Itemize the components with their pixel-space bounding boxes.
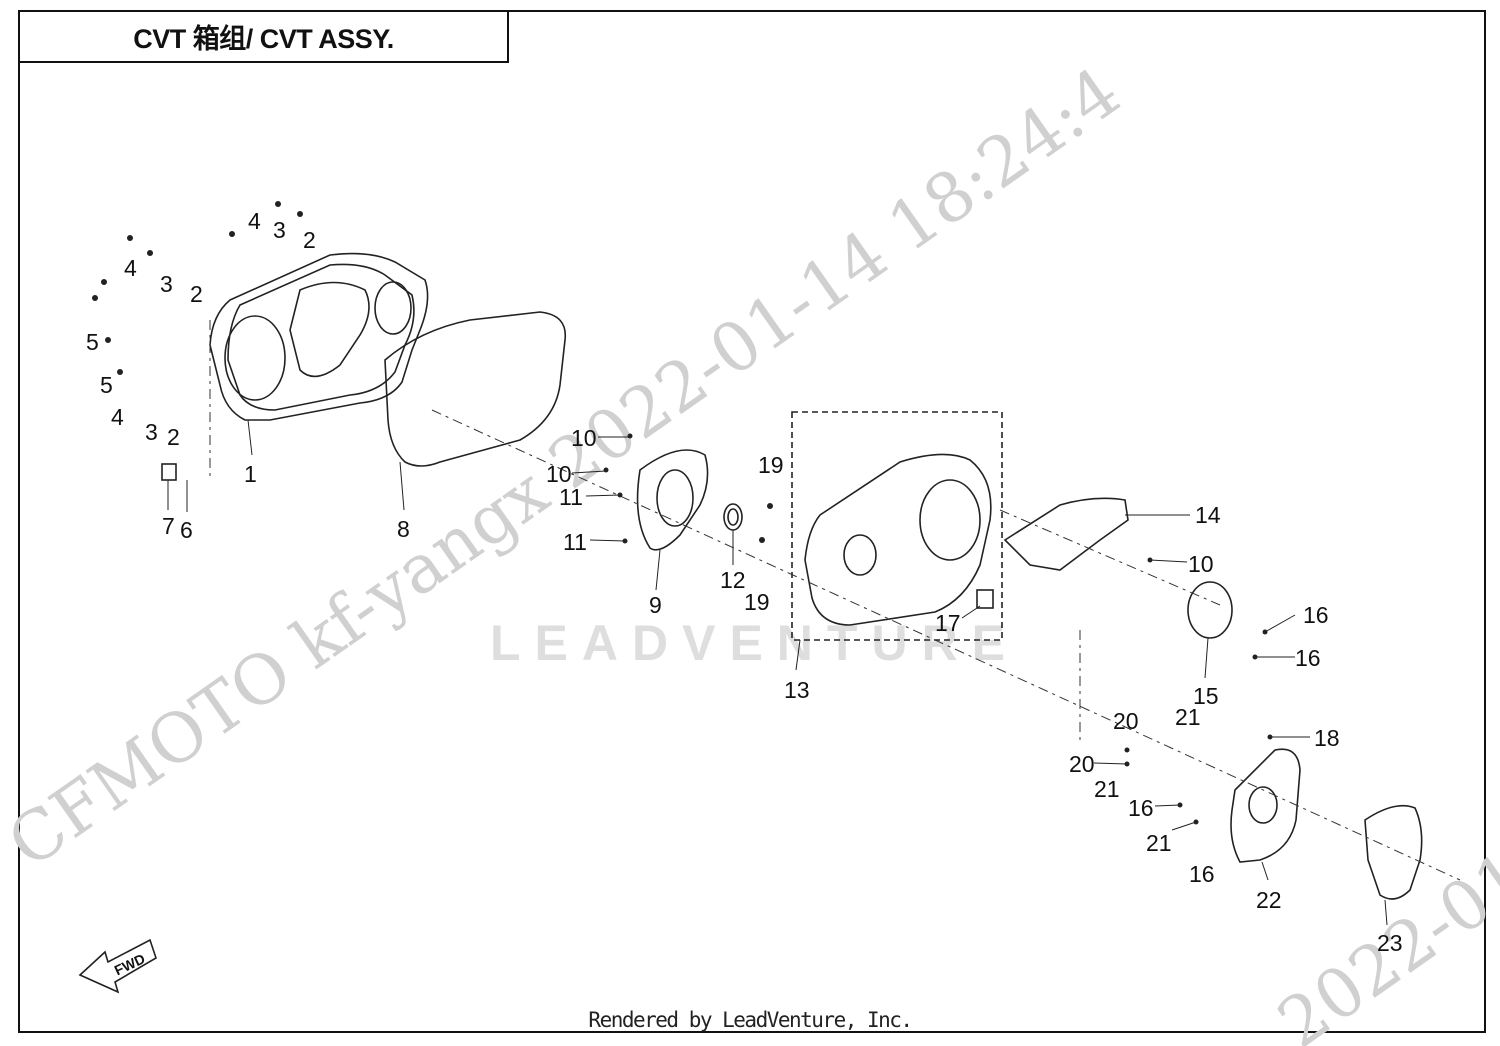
footer-credit: Rendered by LeadVenture, Inc. bbox=[588, 1008, 913, 1032]
callout-5: 5 bbox=[86, 329, 99, 355]
callout-18: 18 bbox=[1314, 725, 1340, 751]
callout-15: 15 bbox=[1193, 683, 1219, 709]
callout-8: 8 bbox=[397, 516, 410, 542]
part-15-o-ring bbox=[1187, 581, 1233, 639]
callout-6: 6 bbox=[180, 517, 193, 543]
callout-16: 16 bbox=[1295, 645, 1321, 671]
callout-3: 3 bbox=[160, 271, 173, 297]
diagram-title: CVT 箱组/ CVT ASSY. bbox=[133, 24, 394, 54]
part-7-drain-plug bbox=[161, 463, 177, 481]
callout-17: 17 bbox=[935, 610, 961, 636]
callout-4: 4 bbox=[124, 255, 137, 281]
part-13-cvt-inner-cover bbox=[804, 453, 992, 626]
callout-3: 3 bbox=[145, 419, 158, 445]
part-13-group-box bbox=[791, 411, 1003, 641]
assembly-center-lines bbox=[209, 320, 1461, 881]
callout-14: 14 bbox=[1195, 502, 1221, 528]
diagram-frame bbox=[18, 10, 1486, 1033]
callout-7: 7 bbox=[162, 513, 175, 539]
callout-22: 22 bbox=[1256, 887, 1282, 913]
callout-21: 21 bbox=[1175, 704, 1201, 730]
callout-19: 19 bbox=[758, 452, 784, 478]
callout-labels: 1 2 2 2 3 3 3 4 4 4 5 5 6 7 8 9 10 10 10… bbox=[86, 208, 1403, 956]
fwd-arrow-icon: FWD bbox=[78, 938, 157, 994]
callout-21: 21 bbox=[1094, 776, 1120, 802]
part-14-heat-shield bbox=[1003, 497, 1129, 571]
callout-11: 11 bbox=[559, 484, 583, 510]
callout-11: 11 bbox=[563, 529, 587, 555]
callout-1: 1 bbox=[244, 461, 257, 487]
callout-10: 10 bbox=[546, 461, 572, 487]
callout-2: 2 bbox=[190, 281, 203, 307]
callout-23: 23 bbox=[1377, 930, 1403, 956]
callout-20: 20 bbox=[1113, 708, 1139, 734]
title-box: CVT 箱组/ CVT ASSY. bbox=[18, 10, 509, 63]
callout-16: 16 bbox=[1189, 861, 1215, 887]
callout-leaders bbox=[167, 419, 1388, 926]
part-22-side-cover bbox=[1230, 748, 1301, 863]
part-8-gasket bbox=[384, 311, 567, 467]
callout-16: 16 bbox=[1303, 602, 1329, 628]
part-1-cvt-outer-cover bbox=[209, 252, 429, 421]
part-9-plate bbox=[636, 449, 709, 551]
callout-5: 5 bbox=[100, 372, 113, 398]
callout-16: 16 bbox=[1128, 795, 1154, 821]
part-23-gasket bbox=[1364, 804, 1423, 900]
fastener-bolts bbox=[92, 201, 1273, 825]
callout-10: 10 bbox=[571, 425, 597, 451]
part-9-plate-hole bbox=[656, 469, 694, 527]
callout-19: 19 bbox=[744, 589, 770, 615]
callout-20: 20 bbox=[1069, 751, 1095, 777]
callout-12: 12 bbox=[720, 567, 746, 593]
callout-4: 4 bbox=[248, 208, 261, 234]
part-17-plug bbox=[976, 589, 994, 609]
callout-2: 2 bbox=[167, 424, 180, 450]
callout-4: 4 bbox=[111, 404, 124, 430]
callout-3: 3 bbox=[273, 217, 286, 243]
part-12-oil-seal bbox=[723, 503, 743, 531]
callout-13: 13 bbox=[784, 677, 810, 703]
callout-10: 10 bbox=[1188, 551, 1214, 577]
callout-2: 2 bbox=[303, 227, 316, 253]
watermark-brand: LEADVENTURE bbox=[490, 615, 1019, 671]
callout-21: 21 bbox=[1146, 830, 1172, 856]
callout-9: 9 bbox=[649, 592, 662, 618]
